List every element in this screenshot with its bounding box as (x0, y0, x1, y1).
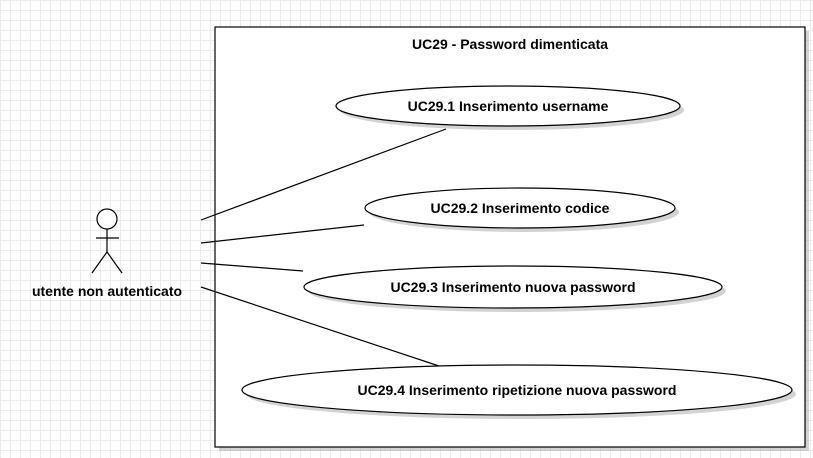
use-case-label: UC29.1 Inserimento username (408, 98, 609, 114)
actor-head (96, 208, 118, 230)
use-case-uc29-2[interactable]: UC29.2 Inserimento codice (364, 187, 679, 232)
use-case-uc29-4[interactable]: UC29.4 Inserimento ripetizione nuova pas… (241, 364, 796, 419)
actor-left-leg (91, 251, 108, 274)
actor-utente-non-autenticato[interactable]: utente non autenticato (32, 208, 182, 299)
system-boundary-title: UC29 - Password dimenticata (412, 36, 608, 52)
use-case-ellipse[interactable] (364, 187, 676, 229)
use-case-uc29-1[interactable]: UC29.1 Inserimento username (335, 85, 684, 130)
actor-stick-figure-icon[interactable] (91, 208, 123, 274)
association-uc29-3[interactable] (200, 262, 304, 272)
use-case-ellipse[interactable] (335, 85, 681, 127)
actor-right-leg (106, 251, 123, 274)
use-case-label: UC29.2 Inserimento codice (431, 200, 610, 216)
association-uc29-2[interactable] (200, 224, 365, 244)
use-case-label: UC29.3 Inserimento nuova password (390, 279, 635, 295)
use-case-ellipse[interactable] (303, 265, 723, 309)
use-case-ellipse[interactable] (241, 364, 793, 416)
use-case-label: UC29.4 Inserimento ripetizione nuova pas… (358, 382, 677, 398)
association-uc29-4[interactable] (200, 286, 440, 367)
actor-name: utente non autenticato (32, 283, 182, 299)
associations (200, 128, 447, 367)
use-case-uc29-3[interactable]: UC29.3 Inserimento nuova password (303, 265, 726, 312)
association-uc29-1[interactable] (200, 128, 447, 221)
